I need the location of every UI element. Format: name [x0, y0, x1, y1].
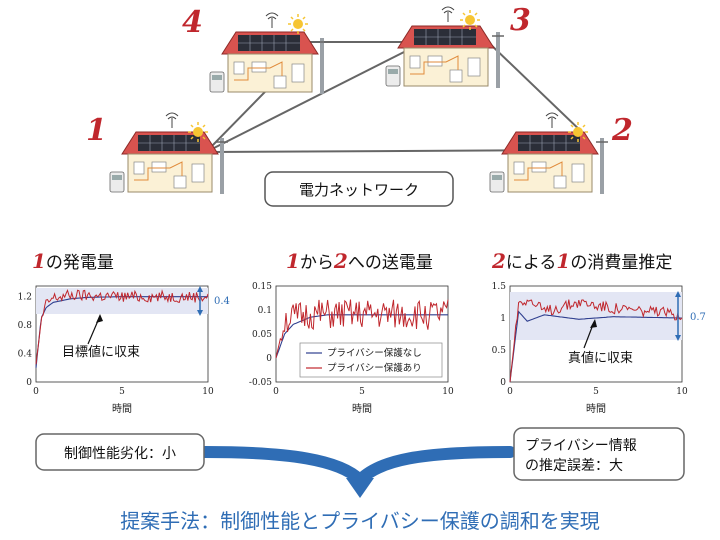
legend-no-privacy: プライバシー保護なし: [327, 347, 422, 359]
series-line-2: [509, 299, 683, 383]
y-tick-label: 0.4: [18, 350, 33, 360]
plot3-range-value: 0.7: [690, 312, 706, 323]
x-tick-label: 10: [202, 387, 214, 397]
y-tick-label: 1: [500, 314, 506, 324]
series-line-2: [275, 299, 449, 359]
y-tick-label: 0: [266, 354, 272, 364]
y-tick-label: 0: [500, 378, 506, 388]
plot3-title: 2による1の消費量推定: [491, 249, 672, 273]
plot1-series: [35, 288, 209, 368]
x-tick-label: 0: [273, 387, 279, 397]
plot3-series: [509, 299, 683, 383]
callout-right-line2: の推定誤差：大: [525, 458, 623, 474]
sun-icon: [187, 121, 209, 143]
series-line-1: [509, 310, 682, 383]
y-tick-label: 1.2: [18, 293, 32, 303]
plot1-annotation-arrowhead: [96, 314, 103, 323]
network-label: 電力ネットワーク: [299, 181, 419, 199]
y-tick-label: 0.15: [252, 282, 272, 292]
callout-right-line1: プライバシー情報: [525, 438, 637, 454]
y-tick-label: 0.05: [252, 330, 272, 340]
y-tick-label: -0.05: [249, 378, 272, 388]
x-tick-label: 5: [119, 387, 125, 397]
down-arrow-icon: [346, 478, 374, 498]
y-tick-label: 0.5: [492, 346, 507, 356]
series-line-2: [35, 288, 209, 365]
power-network: 4 3 1 2 電力ネットワーク: [86, 3, 633, 207]
plot2-title: 1から2への送電量: [286, 249, 433, 273]
house-4: [209, 12, 329, 95]
callout-left-box: [35, 433, 205, 471]
x-tick-label: 10: [442, 387, 454, 397]
plot3-band: [510, 292, 682, 340]
plot3-ticks: 0 5 10 0 0.5 1 1.5: [492, 282, 688, 397]
plot2-series: [275, 299, 449, 359]
plot1-annotation: 目標値に収束: [62, 344, 140, 360]
y-tick-label: 0.8: [18, 321, 33, 331]
house-2: [489, 112, 609, 195]
network-label-box: [264, 171, 454, 207]
sun-icon: [459, 9, 481, 31]
house-number-1: 1: [86, 113, 107, 148]
legend-privacy: プライバシー保護あり: [327, 362, 422, 374]
plot-generation: 1の発電量 0 5 10 0 0.4 0.8 1.2 時間 目標値に収束 0.4: [18, 249, 230, 415]
plot1-ticks: 0 5 10 0 0.4 0.8 1.2: [18, 293, 214, 397]
plot2-legend: [299, 342, 443, 378]
plot2-xlabel: 時間: [352, 403, 372, 415]
sun-icon: [287, 13, 309, 35]
merge-arrows: [199, 446, 516, 498]
plot1-range-value: 0.4: [214, 296, 230, 307]
house-number-4: 4: [182, 5, 203, 40]
y-tick-label: 1.5: [492, 282, 507, 292]
sun-icon: [567, 121, 589, 143]
plot3-xlabel: 時間: [586, 403, 606, 415]
house-number-3: 3: [510, 3, 531, 38]
x-tick-label: 5: [593, 387, 599, 397]
x-tick-label: 5: [359, 387, 365, 397]
y-tick-label: 0: [26, 378, 32, 388]
y-tick-label: 0.1: [258, 306, 272, 316]
callout-left: 制御性能劣化：小: [64, 446, 176, 462]
x-tick-label: 0: [507, 387, 513, 397]
x-tick-label: 10: [676, 387, 688, 397]
conclusion-text: 提案手法：制御性能とプライバシー保護の調和を実現: [120, 509, 600, 533]
plot1-title: 1の発電量: [32, 249, 114, 273]
series-line-1: [35, 296, 208, 368]
x-tick-label: 0: [33, 387, 39, 397]
plot1-xlabel: 時間: [112, 403, 132, 415]
house-number-2: 2: [611, 113, 633, 148]
callout-right-box: [513, 427, 685, 481]
house-3: [385, 6, 505, 89]
plot3-annotation-arrowhead: [590, 319, 597, 328]
plot-estimation: 2による1の消費量推定 0 5 10 0 0.5 1 1.5 時間 真値に収束 0.7: [491, 249, 706, 415]
plot3-annotation: 真値に収束: [568, 350, 633, 366]
house-1: [109, 112, 229, 195]
